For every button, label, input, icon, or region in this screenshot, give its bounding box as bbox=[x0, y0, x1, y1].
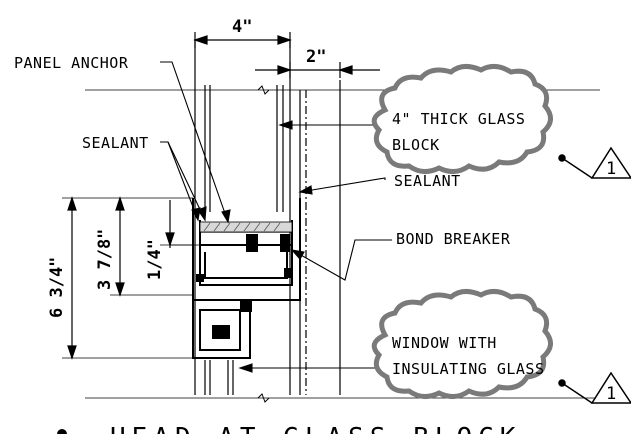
dimension-lines bbox=[62, 32, 380, 360]
dim-top-offset: 2" bbox=[306, 47, 326, 67]
revision-tag-top: 1 bbox=[606, 159, 616, 179]
label-bond-breaker: BOND BREAKER bbox=[396, 230, 511, 248]
cloud-glass-line1: 4" THICK GLASS bbox=[392, 110, 525, 128]
revision-cloud-glass-block bbox=[371, 64, 553, 174]
dim-top-width: 4" bbox=[232, 17, 252, 37]
dim-height-mid: 3 7/8" bbox=[95, 229, 115, 290]
dim-height-small: 1/4" bbox=[145, 239, 165, 280]
revision-cloud-window bbox=[371, 289, 553, 399]
sealant-hatch bbox=[199, 221, 293, 233]
label-panel-anchor: PANEL ANCHOR bbox=[14, 54, 129, 72]
revision-triangle-bottom bbox=[558, 371, 631, 404]
revision-tag-bottom: 1 bbox=[606, 384, 616, 404]
revision-triangle-top bbox=[558, 146, 631, 179]
frame-thermal-breaks bbox=[196, 234, 292, 339]
drawing-title: HEAD AT GLASS BLOCK bbox=[110, 423, 521, 434]
title-marker bbox=[57, 429, 67, 434]
cloud-window-line2: INSULATING GLASS bbox=[392, 360, 545, 378]
cloud-glass-line2: BLOCK bbox=[392, 136, 440, 154]
label-sealant-right: SEALANT bbox=[394, 172, 461, 190]
label-sealant-left: SEALANT bbox=[82, 134, 149, 152]
leader-lines bbox=[160, 61, 392, 373]
glass-block-outline bbox=[85, 40, 600, 403]
cloud-window-line1: WINDOW WITH bbox=[392, 334, 497, 352]
dim-height-total: 6 3/4" bbox=[47, 257, 67, 318]
